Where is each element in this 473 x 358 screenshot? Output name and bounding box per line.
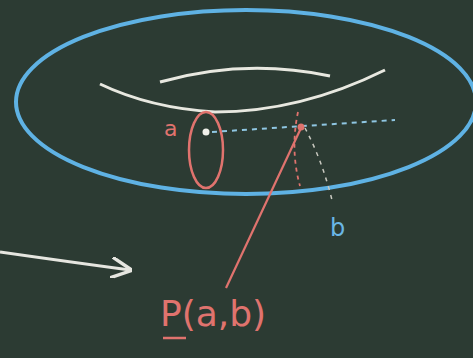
meridian-dashed bbox=[294, 112, 300, 186]
hole-lower-curve bbox=[100, 70, 385, 112]
hole-upper-curve bbox=[160, 68, 330, 82]
point-label: b bbox=[330, 216, 345, 240]
vector-underline bbox=[163, 337, 186, 340]
meridian-circle bbox=[189, 112, 223, 188]
leader-line bbox=[226, 128, 301, 288]
parallel-line bbox=[212, 120, 395, 132]
parallel-dashed bbox=[305, 128, 332, 200]
map-arrow bbox=[0, 252, 130, 270]
point-coordinates: P(a,b) bbox=[160, 296, 266, 332]
point-label: a bbox=[164, 118, 177, 140]
point-a bbox=[203, 129, 210, 136]
torus-outline bbox=[16, 10, 473, 194]
